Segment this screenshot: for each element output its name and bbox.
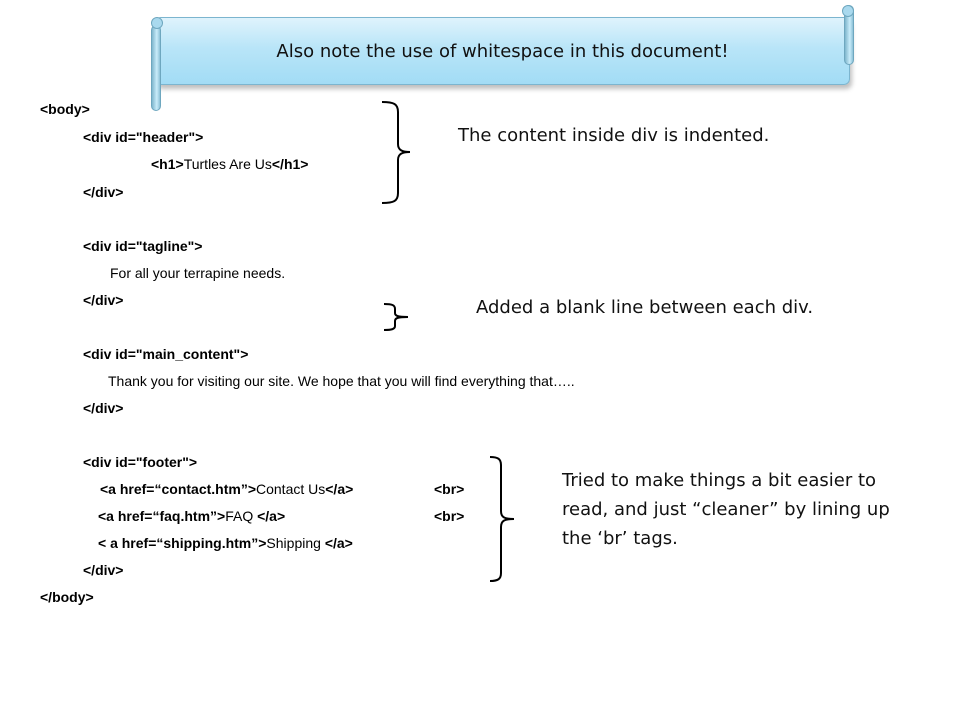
- code-link1-text: Contact Us: [256, 481, 326, 497]
- code-link3-line: < a href=“shipping.htm”>Shipping </a>: [98, 535, 353, 551]
- code-main-open: <div id="main_content">: [83, 346, 249, 362]
- code-link2-line: <a href=“faq.htm”>FAQ </a>: [98, 508, 285, 524]
- code-link2-br: <br>: [434, 508, 465, 524]
- brace-blank-line: [383, 303, 409, 331]
- code-body-open: <body>: [40, 101, 90, 117]
- code-link1-line: <a href=“contact.htm”>Contact Us</a>: [100, 481, 353, 497]
- code-tagline-text: For all your terrapine needs.: [110, 265, 286, 281]
- code-body-close: </body>: [40, 589, 94, 605]
- code-link1-br: <br>: [434, 481, 465, 497]
- code-link1-open: <a href=“contact.htm”>: [100, 481, 256, 497]
- code-footer-close: </div>: [83, 562, 124, 578]
- code-link2-text: FAQ: [225, 508, 258, 524]
- code-main-close: </div>: [83, 400, 124, 416]
- code-link1-close: </a>: [325, 481, 354, 497]
- scroll-curl-right: [842, 5, 854, 17]
- code-footer-open: <div id="footer">: [83, 454, 198, 470]
- scroll-curl-left: [151, 17, 163, 29]
- code-h1-text: Turtles Are Us: [183, 156, 272, 172]
- code-tagline-open: <div id="tagline">: [83, 238, 203, 254]
- banner-title: Also note the use of whitespace in this …: [276, 40, 729, 62]
- code-link3-text: Shipping: [266, 535, 325, 551]
- brace-header: [381, 101, 411, 204]
- banner-bar: [155, 17, 850, 85]
- code-link2-open: <a href=“faq.htm”>: [98, 508, 226, 524]
- code-main-text: Thank you for visiting our site. We hope…: [108, 373, 575, 389]
- code-tagline-close: </div>: [83, 292, 124, 308]
- code-header-close: </div>: [83, 184, 124, 200]
- code-header-open: <div id="header">: [83, 129, 204, 145]
- note-indent: The content inside div is indented.: [458, 125, 770, 146]
- brace-footer: [489, 456, 515, 582]
- banner-scroll: Also note the use of whitespace in this …: [151, 5, 854, 111]
- code-link3-close: </a>: [324, 535, 353, 551]
- code-h1-line: <h1>Turtles Are Us</h1>: [151, 156, 308, 172]
- note-br-tags: Tried to make things a bit easier to rea…: [562, 470, 890, 549]
- code-h1-open: <h1>: [151, 156, 184, 172]
- code-h1-close: </h1>: [271, 156, 309, 172]
- note-blank-line: Added a blank line between each div.: [476, 297, 814, 318]
- code-link3-open: < a href=“shipping.htm”>: [98, 535, 267, 551]
- code-link2-close: </a>: [257, 508, 286, 524]
